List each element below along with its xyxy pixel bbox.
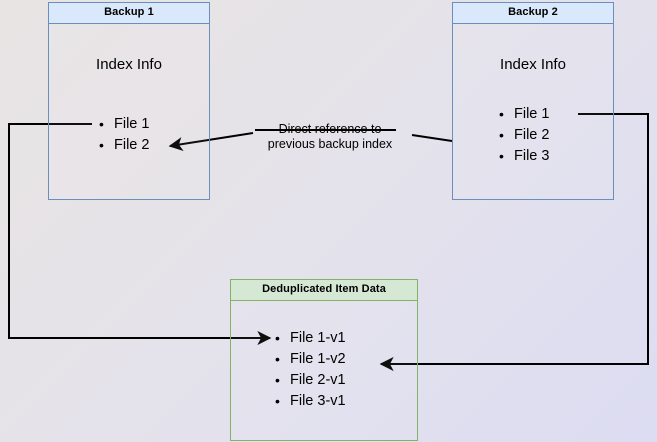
node-backup-2-header: Backup 2	[453, 3, 613, 24]
dedup-file-list: File 1-v1 File 1-v2 File 2-v1 File 3-v1	[275, 328, 346, 412]
list-item: File 1-v1	[275, 328, 346, 349]
list-item: File 2-v1	[275, 370, 346, 391]
node-backup-2-body: Index Info File 1 File 2 File 3	[453, 24, 613, 199]
edge-backup1-to-dedup	[8, 123, 272, 345]
list-item: File 2	[99, 135, 149, 156]
node-backup-1-body: Index Info File 1 File 2	[49, 24, 209, 199]
node-backup-1[interactable]: Backup 1 Index Info File 1 File 2	[48, 2, 210, 200]
list-item: File 3-v1	[275, 391, 346, 412]
backup-2-index-info-label: Index Info	[500, 56, 566, 73]
node-backup-2[interactable]: Backup 2 Index Info File 1 File 2 File 3	[452, 2, 614, 200]
list-item: File 1	[499, 104, 549, 125]
list-item: File 1-v2	[275, 349, 346, 370]
backup-1-file-list: File 1 File 2	[99, 114, 149, 156]
list-item: File 3	[499, 146, 549, 167]
backup-2-file-list: File 1 File 2 File 3	[499, 104, 549, 167]
node-dedup-body: File 1-v1 File 1-v2 File 2-v1 File 3-v1	[231, 301, 417, 440]
edge-label-direct-reference: Direct reference to previous backup inde…	[267, 122, 393, 151]
node-backup-1-header: Backup 1	[49, 3, 209, 24]
edge-direct-reference	[168, 129, 453, 151]
list-item: File 1	[99, 114, 149, 135]
backup-1-index-info-label: Index Info	[96, 56, 162, 73]
node-deduplicated-item-data[interactable]: Deduplicated Item Data File 1-v1 File 1-…	[230, 279, 418, 441]
list-item: File 2	[499, 125, 549, 146]
node-dedup-header: Deduplicated Item Data	[231, 280, 417, 301]
